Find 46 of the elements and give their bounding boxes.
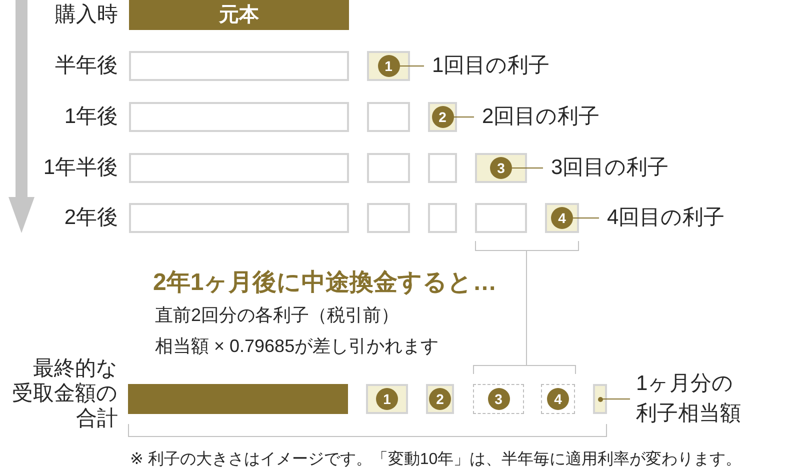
interest-block bbox=[475, 153, 527, 183]
outline-bar bbox=[129, 102, 349, 132]
outline-block bbox=[475, 203, 527, 233]
interest-block bbox=[428, 102, 457, 132]
interest-block bbox=[367, 51, 410, 81]
principal-bar: 元本 bbox=[129, 0, 349, 30]
row-label: 購入時 bbox=[55, 2, 118, 28]
interest-block bbox=[366, 384, 408, 414]
callout-label: 1ヶ月分の利子相当額 bbox=[630, 369, 746, 429]
row-label: 1年半後 bbox=[43, 155, 118, 181]
interest-label: 2回目の利子 bbox=[474, 102, 600, 132]
outline-block bbox=[367, 153, 410, 183]
callout-text: 直前2回分の各利子（税引前）相当額 × 0.79685が差し引かれます bbox=[155, 304, 440, 358]
callout-number: 1 bbox=[378, 55, 400, 77]
callout-number: 3 bbox=[490, 157, 512, 179]
interest-label: 3回目の利子 bbox=[543, 153, 669, 183]
outline-block bbox=[367, 102, 410, 132]
outline-block bbox=[367, 203, 410, 233]
outline-block bbox=[428, 153, 457, 183]
footnote: ※ 利子の大きさはイメージです。「変動10年」は、半年毎に適用利率が変わります。 bbox=[130, 450, 742, 470]
callout-number: 4 bbox=[551, 207, 573, 229]
row-label: 半年後 bbox=[55, 53, 118, 79]
leader-line bbox=[602, 398, 630, 400]
callout-number: 2 bbox=[429, 388, 451, 410]
callout-number: 2 bbox=[432, 106, 454, 128]
interest-block bbox=[426, 384, 454, 414]
outline-bar bbox=[129, 153, 349, 183]
callout-heading: 2年1ヶ月後に中途換金すると… bbox=[153, 268, 497, 298]
interest-block bbox=[593, 384, 607, 414]
interest-label: 1回目の利子 bbox=[424, 51, 550, 81]
callout-number: 3 bbox=[488, 388, 510, 410]
total-bar bbox=[128, 384, 348, 414]
row-label: 最終的な受取金額の合計 bbox=[11, 356, 118, 431]
callout-number: 1 bbox=[376, 388, 398, 410]
leader-line bbox=[453, 116, 474, 118]
interest-block bbox=[545, 203, 579, 233]
outline-bar bbox=[129, 203, 349, 233]
interest-label: 4回目の利子 bbox=[599, 203, 725, 233]
dot-icon bbox=[598, 396, 602, 402]
dashed-block bbox=[541, 384, 575, 414]
callout-number: 4 bbox=[547, 388, 569, 410]
row-label: 2年後 bbox=[64, 205, 118, 231]
row-label: 1年後 bbox=[64, 104, 118, 130]
outline-bar bbox=[129, 51, 349, 81]
outline-block bbox=[428, 203, 457, 233]
dashed-block bbox=[473, 384, 524, 414]
